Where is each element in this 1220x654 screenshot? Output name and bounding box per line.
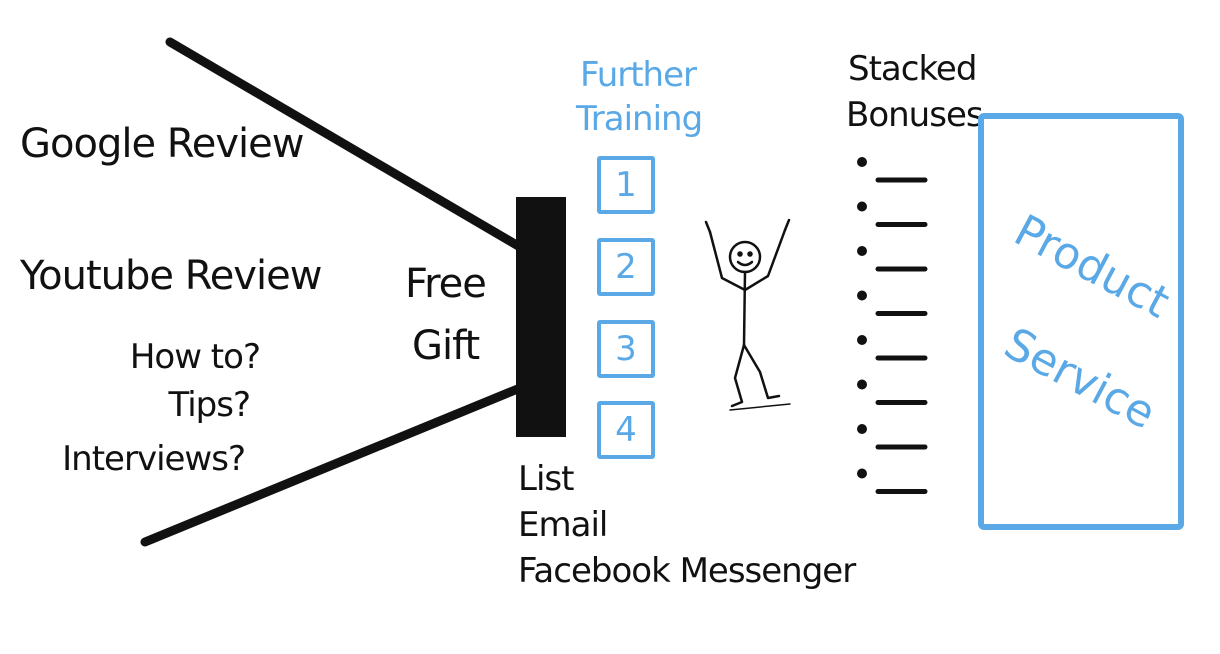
funnel-bottom-edge — [140, 383, 525, 547]
how-to-label: How to? — [129, 337, 261, 377]
funnel-gate — [516, 197, 566, 437]
bonus-bullet-8 — [857, 468, 867, 479]
free-gift-line2: Gift — [412, 323, 480, 369]
capture-email-label: Email — [518, 505, 608, 545]
capture-list-label: List — [518, 459, 574, 499]
bonus-bullet-4 — [857, 290, 867, 301]
bonus-bullet-2 — [857, 201, 867, 212]
training-step-1: 1 — [597, 156, 655, 214]
google-review-label: Google Review — [20, 121, 304, 167]
further-training-line1: Further — [580, 55, 697, 95]
further-training-line2: Training — [576, 99, 703, 139]
youtube-review-label: Youtube Review — [20, 253, 322, 299]
training-step-2: 2 — [597, 238, 655, 296]
training-step-4: 4 — [597, 401, 655, 459]
training-step-3: 3 — [597, 320, 655, 378]
bonus-bullet-5 — [857, 335, 867, 345]
stacked-bonuses-line1: Stacked — [848, 49, 977, 89]
tips-label: Tips? — [168, 385, 251, 425]
bonus-bullet-3 — [857, 246, 867, 256]
bonus-bullet-7 — [857, 424, 867, 434]
bonus-list — [857, 157, 928, 494]
product-service-box — [978, 113, 1184, 530]
bonus-bullet-6 — [857, 379, 867, 390]
bonus-bullet-1 — [857, 157, 867, 167]
funnel-top-edge — [165, 37, 525, 252]
capture-messenger-label: Facebook Messenger — [518, 551, 856, 591]
interviews-label: Interviews? — [62, 439, 246, 479]
stick-figure-icon — [704, 218, 791, 411]
free-gift-line1: Free — [405, 261, 487, 307]
stacked-bonuses-line2: Bonuses — [846, 95, 984, 135]
